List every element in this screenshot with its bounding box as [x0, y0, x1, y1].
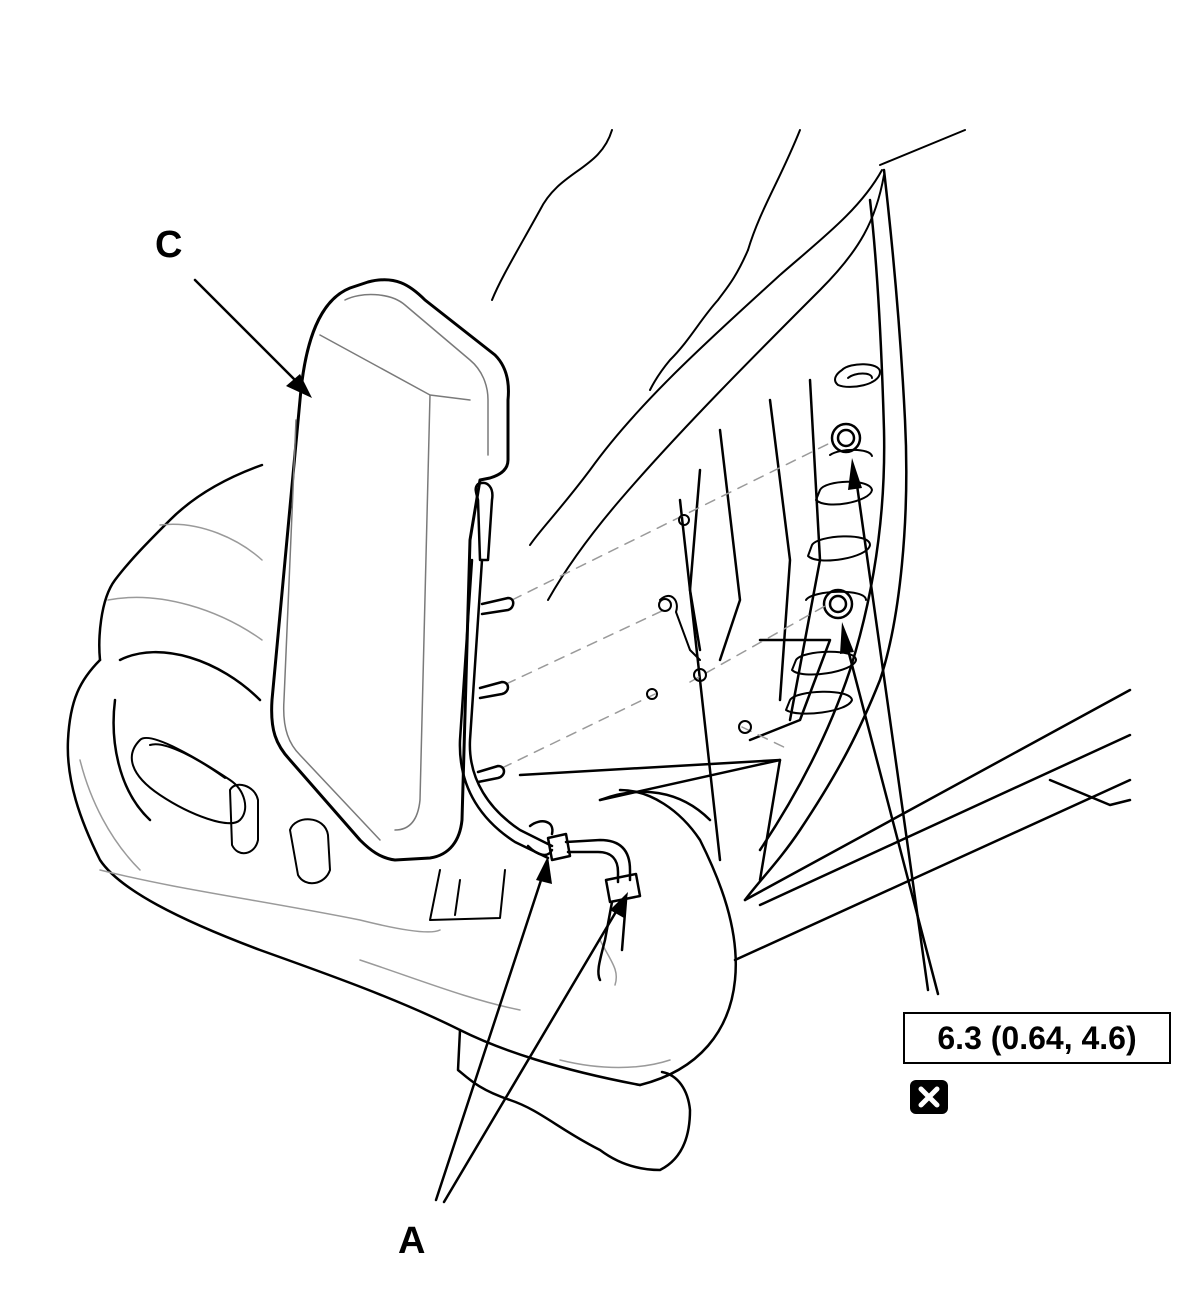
callout-label-a: A — [398, 1220, 426, 1262]
mounting-nut-upper — [830, 422, 862, 454]
seat-adjust-switches — [130, 737, 506, 921]
torque-spec-box: 6.3 (0.64, 4.6) — [903, 1012, 1171, 1064]
callout-label-c: C — [155, 224, 183, 266]
leader-line-torque — [844, 476, 940, 996]
frame-bracket — [646, 514, 752, 734]
side-airbag-module — [270, 278, 510, 862]
seat-back-outline — [491, 129, 966, 601]
airbag-studs — [476, 596, 515, 784]
cushion-detail-lines — [79, 523, 671, 1069]
arrowhead-torque-lower — [840, 622, 854, 654]
arrowhead-a-right — [610, 892, 628, 918]
leader-line-a — [434, 866, 622, 1204]
leader-line-c — [193, 278, 302, 387]
torque-spec-text: 6.3 (0.64, 4.6) — [937, 1019, 1137, 1056]
seat-cushion — [66, 463, 737, 1172]
mounting-nut-lower — [822, 588, 854, 620]
airbag-harness — [458, 481, 642, 982]
arrowhead-a-left — [536, 856, 552, 884]
replace-part-icon — [910, 1080, 948, 1114]
arrowhead-torque-upper — [848, 458, 862, 490]
arrowhead-c — [286, 374, 312, 398]
